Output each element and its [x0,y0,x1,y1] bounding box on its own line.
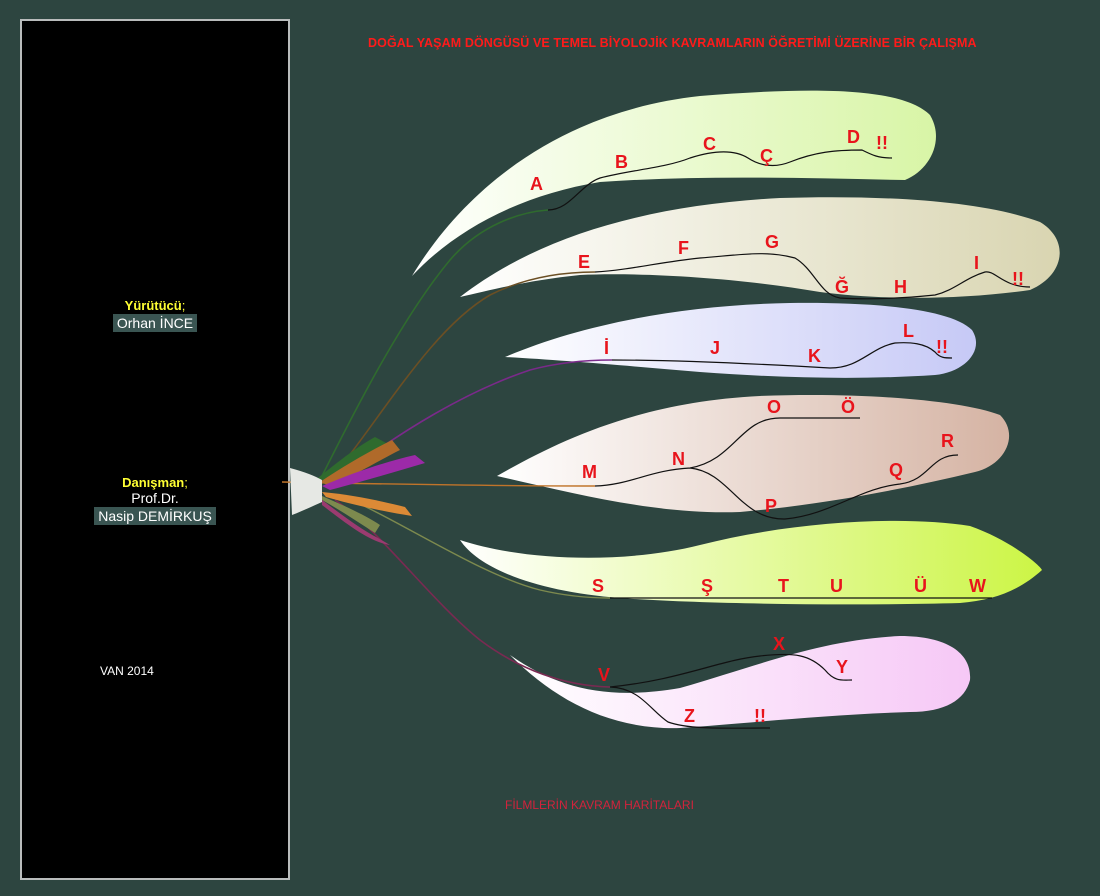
connector-branch-6 [334,499,611,688]
concept-label: D [847,127,860,147]
concept-label: J [710,338,720,358]
labels-branch-3: İ J K L !! [604,321,948,366]
end-marker: !! [876,133,888,153]
leaf-branch-1 [412,90,936,276]
leaf-branch-6 [510,636,971,729]
concept-label: G [765,232,779,252]
advisor-name: Nasip DEMİRKUŞ [94,507,216,525]
end-marker: !! [754,706,766,726]
path-line-branch-2 [594,253,1031,300]
advisor-title: Prof.Dr. [131,490,179,506]
concept-label: L [903,321,914,341]
concept-label: E [578,252,590,272]
hub-fan [290,437,425,545]
left-panel: Yürütücü; Orhan İNCE Danışman; Prof.Dr. … [20,19,290,880]
concept-label: B [615,152,628,172]
leaf-branch-5 [460,520,1042,605]
executor-label: Yürütücü [124,298,182,313]
leaf-branch-2 [460,197,1060,298]
concept-label: F [678,238,689,258]
advisor-block: Danışman; Prof.Dr. Nasip DEMİRKUŞ [22,475,288,525]
connector-branch-2 [329,271,596,481]
concept-label: Ş [701,576,713,596]
path-line-branch-6 [609,653,853,729]
concept-label: Ç [760,146,773,166]
concept-label: P [765,496,777,516]
concept-label: Ü [914,576,927,596]
labels-branch-5: S Ş T U Ü W [592,576,986,596]
connector-branch-1 [319,209,549,481]
footer-caption: FİLMLERİN KAVRAM HARİTALARI [505,798,694,812]
path-line-branch-1 [547,149,893,211]
concept-label: Z [684,706,695,726]
concept-label: M [582,462,597,482]
labels-branch-1: A B C Ç D !! [530,127,888,194]
connector-branch-5 [339,494,611,599]
labels-branch-2: E F G Ğ H I !! [578,232,1024,297]
path-line-branch-4 [594,417,959,520]
concept-label: C [703,134,716,154]
executor-name: Orhan İNCE [112,314,198,332]
concept-label: K [808,346,821,366]
concept-label: N [672,449,685,469]
concept-label: I [974,253,979,273]
concept-label: Q [889,460,903,480]
page-title: DOĞAL YAŞAM DÖNGÜSÜ VE TEMEL BİYOLOJİK K… [368,36,977,50]
leaf-branch-4 [497,394,1010,513]
concept-label: T [778,576,789,596]
concept-label: U [830,576,843,596]
executor-block: Yürütücü; Orhan İNCE [22,298,288,332]
concept-label: Ğ [835,276,849,297]
leaf-branch-3 [505,302,977,378]
concept-label: S [592,576,604,596]
advisor-label: Danışman [122,475,185,490]
concept-label: V [598,665,610,685]
concept-label: Y [836,657,848,677]
concept-label: X [773,634,785,654]
concept-label: A [530,174,543,194]
concept-label: Ö [841,397,855,417]
labels-branch-4: M N O Ö P Q R [582,397,954,516]
concept-label: W [969,576,986,596]
end-marker: !! [936,337,948,357]
place-year: VAN 2014 [100,664,154,678]
path-line-branch-3 [611,342,953,369]
concept-label: H [894,277,907,297]
concept-label: İ [604,338,609,358]
concept-label: R [941,431,954,451]
end-marker: !! [1012,269,1024,289]
labels-branch-6: V X Y Z !! [598,634,848,726]
concept-label: O [767,397,781,417]
